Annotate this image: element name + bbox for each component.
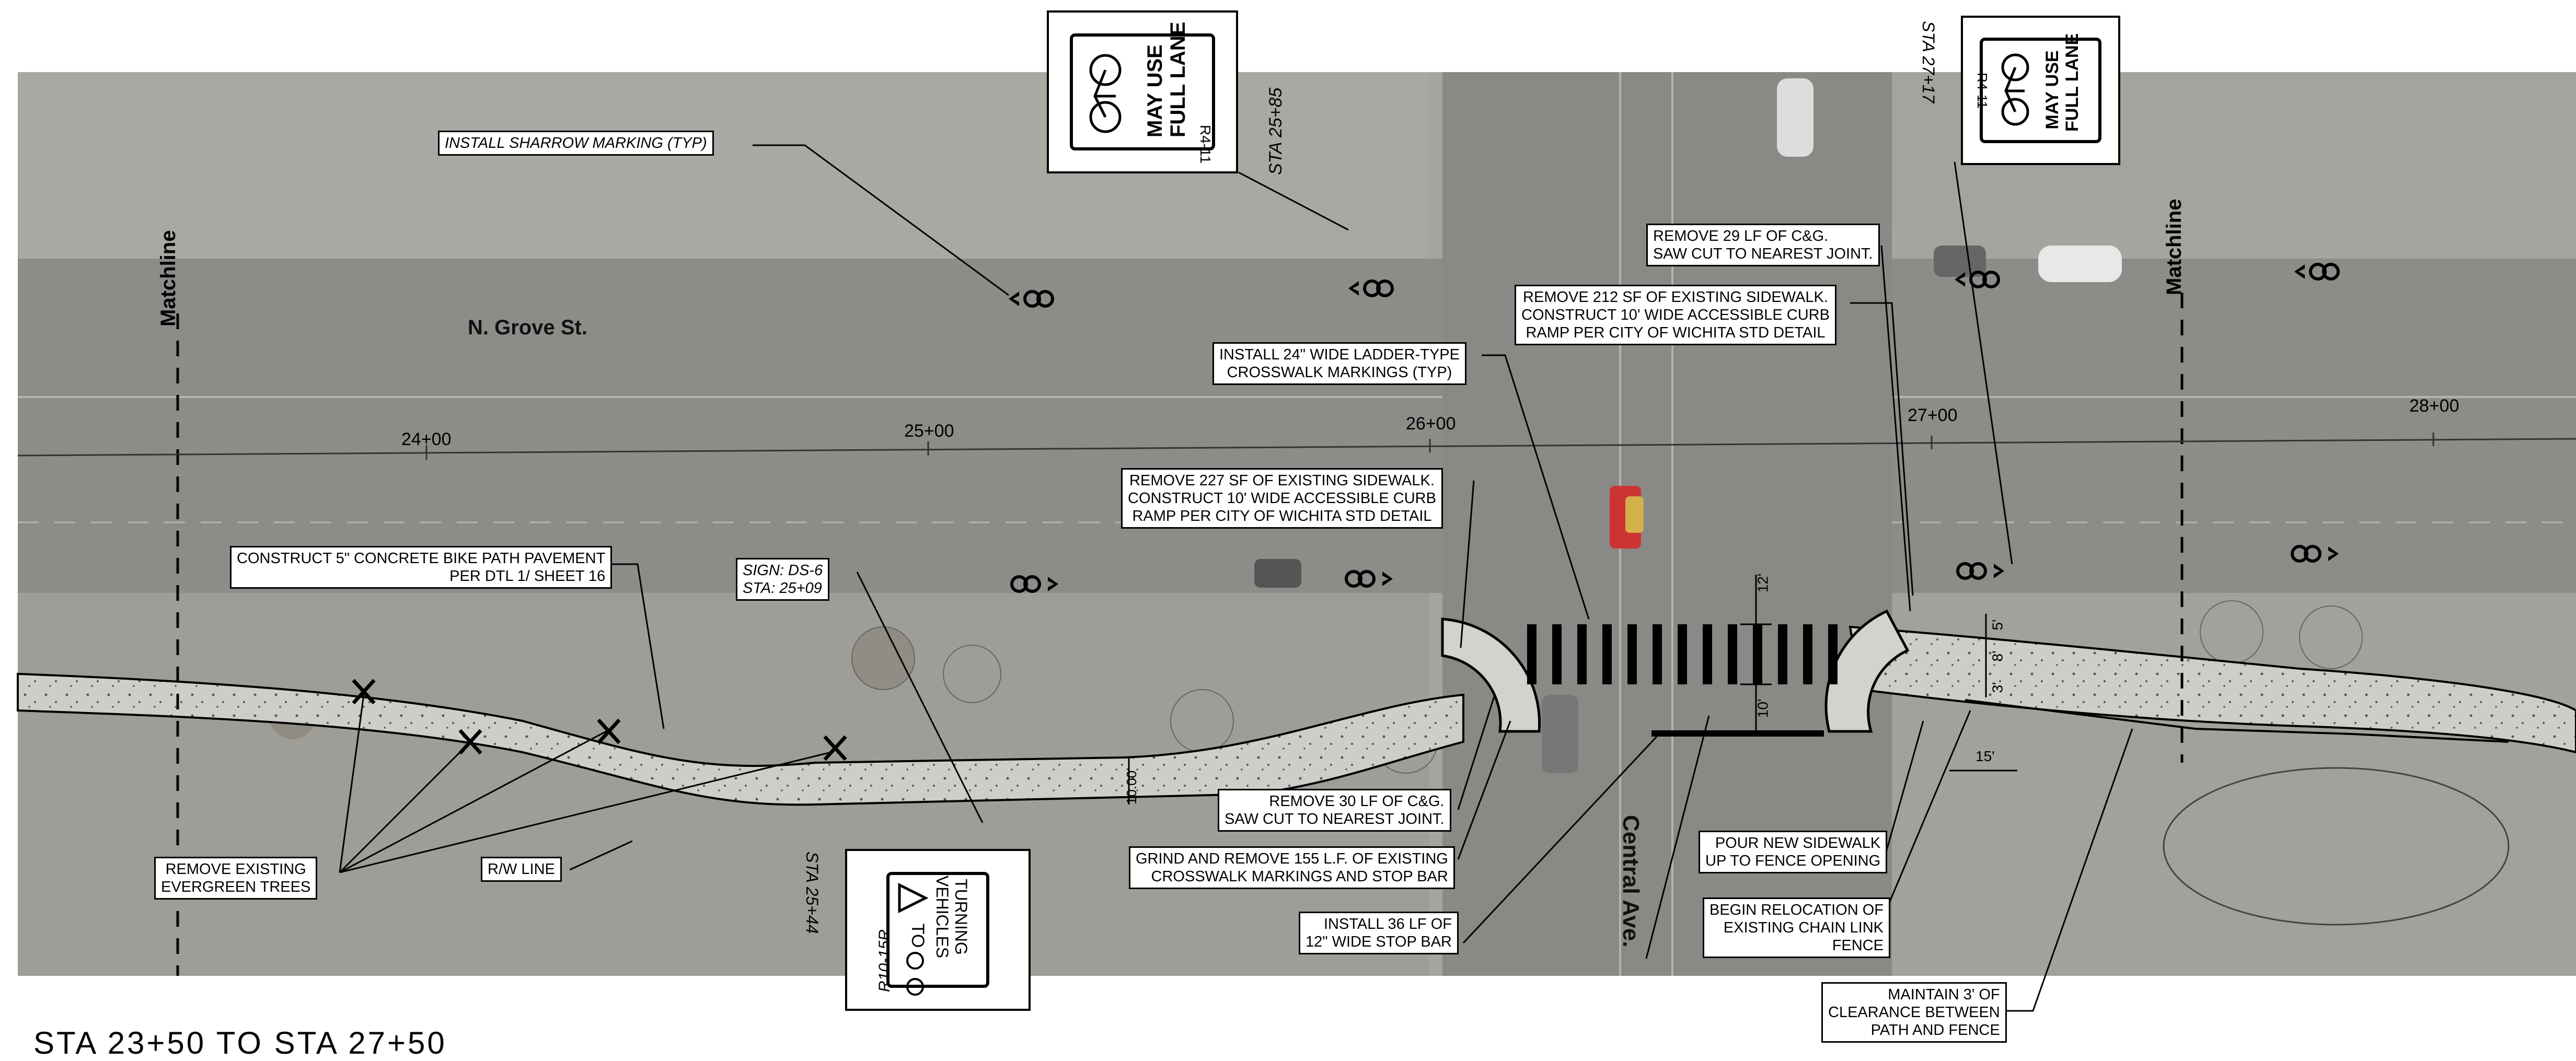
sharrow-markings — [1009, 263, 2340, 593]
chain-link-fence — [1965, 699, 2509, 743]
callout-remove-trees: REMOVE EXISTING EVERGREEN TREES — [154, 857, 318, 900]
sign-code: R10-15R — [876, 929, 893, 992]
grove-street-road — [18, 259, 2576, 593]
callout-remove-sidewalk-212: REMOVE 212 SF OF EXISTING SIDEWALK. CONS… — [1515, 285, 1836, 345]
dim-label: 3' — [1989, 682, 2006, 693]
callout-remove-sidewalk-227: REMOVE 227 SF OF EXISTING SIDEWALK. CONS… — [1121, 468, 1443, 529]
callout-rw-line: R/W LINE — [481, 857, 562, 882]
bike-path — [17, 672, 1464, 806]
sign-code: R4-11 — [1974, 73, 1990, 109]
callout-clearance: MAINTAIN 3' OF CLEARANCE BETWEEN PATH AN… — [1821, 982, 2007, 1043]
sign-text-to: TO — [908, 923, 928, 948]
sign-face — [886, 872, 989, 988]
dim-label: 5' — [1989, 619, 2006, 631]
callout-remove-cg-30: REMOVE 30 LF OF C&G. SAW CUT TO NEAREST … — [1218, 789, 1451, 832]
bicycle-icon — [2001, 53, 2029, 126]
sign-face — [1980, 38, 2101, 143]
station-label: 28+00 — [2409, 396, 2459, 416]
dim-label: 10.00' — [1124, 767, 1139, 805]
sign-r4-11-east: MAY USE FULL LANE R4-11 — [1961, 16, 2120, 165]
bicycle-icon — [906, 952, 924, 996]
callout-bike-path: CONSTRUCT 5" CONCRETE BIKE PATH PAVEMENT… — [230, 546, 613, 589]
street-label-central: Central Ave. — [1618, 815, 1644, 948]
station-label: 24+00 — [401, 429, 452, 449]
station-label: 27+00 — [1908, 405, 1958, 425]
sign-text: MAY USE FULL LANE — [2042, 33, 2082, 132]
callout-grind-remove: GRIND AND REMOVE 155 L.F. OF EXISTING CR… — [1129, 846, 1455, 889]
sign-r4-11-west: MAY USE FULL LANE R4-11 — [1047, 10, 1238, 173]
dimension-lines — [1128, 575, 2017, 805]
curb-ramp-west — [1441, 617, 1541, 733]
station-label: 26+00 — [1406, 414, 1456, 434]
sign-code: R4-11 — [1197, 125, 1214, 164]
dim-label: 15' — [1976, 748, 1995, 764]
sign-face — [1070, 33, 1215, 150]
curb-ramp-east — [1824, 609, 1910, 733]
street-label-grove: N. Grove St. — [468, 316, 587, 339]
station-label: 25+00 — [904, 421, 954, 441]
sign-station-label: STA 27+17 — [1919, 21, 1938, 103]
callout-sign-ds6: SIGN: DS-6 STA: 25+09 — [736, 558, 830, 601]
sign-station-label: STA 25+44 — [803, 852, 822, 934]
matchline-label-east: Matchline — [2163, 199, 2186, 295]
sign-text: MAY USE FULL LANE — [1143, 21, 1189, 137]
callout-remove-cg-29: REMOVE 29 LF OF C&G. SAW CUT TO NEAREST … — [1646, 224, 1880, 266]
sheet-caption: STA 23+50 TO STA 27+50 — [33, 1025, 447, 1060]
dim-label: 10' — [1754, 698, 1771, 718]
leader-lines — [339, 144, 2133, 1012]
sign-text: TURNING VEHICLES — [933, 875, 971, 959]
bicycle-icon — [1089, 54, 1122, 133]
sign-r10-15r: TURNING VEHICLES TO R10-15R — [845, 849, 1031, 1011]
callout-pour-sidewalk: POUR NEW SIDEWALK UP TO FENCE OPENING — [1699, 831, 1888, 873]
callout-sharrow: INSTALL SHARROW MARKING (TYP) — [438, 131, 714, 156]
callout-stop-bar: INSTALL 36 LF OF 12" WIDE STOP BAR — [1299, 912, 1459, 954]
station-line — [17, 438, 2576, 457]
stop-bar — [1651, 730, 1824, 737]
dim-label: 12' — [1754, 573, 1771, 593]
callout-fence-relocation: BEGIN RELOCATION OF EXISTING CHAIN LINK … — [1703, 897, 1891, 958]
dim-label: 8' — [1989, 650, 2006, 662]
sign-station-label: STA 25+85 — [1266, 87, 1286, 175]
central-ave-road — [1442, 72, 1892, 976]
callout-ladder-crosswalk: INSTALL 24" WIDE LADDER-TYPE CROSSWALK M… — [1212, 342, 1466, 385]
matchline-label-west: Matchline — [157, 230, 180, 327]
yield-triangle-icon — [898, 882, 928, 914]
